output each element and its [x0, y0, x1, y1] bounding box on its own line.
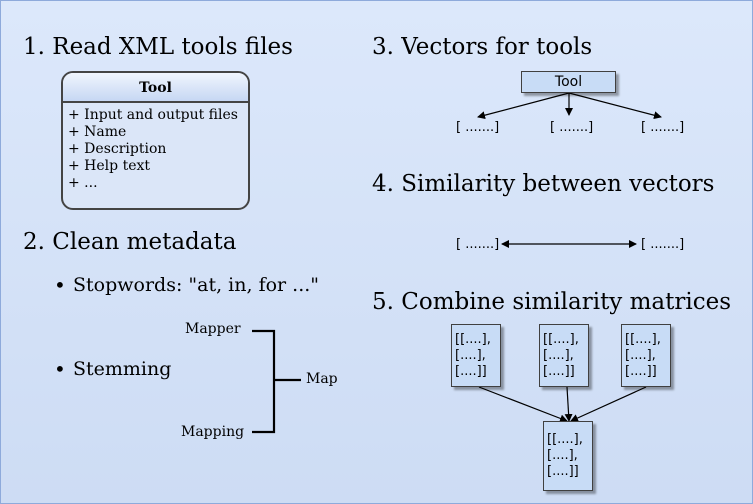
stem-input-mapping: Mapping: [181, 424, 245, 440]
matrix-row: [....]]: [543, 364, 575, 379]
tool-box: Tool: [521, 71, 616, 93]
matrix-row: [....]]: [625, 364, 657, 379]
heading-clean-metadata: 2. Clean metadata: [23, 229, 237, 255]
attribute-item: + ...: [68, 175, 98, 191]
matrix-row: [[....],: [625, 332, 661, 347]
arrow-matrix-2-to-combined: [564, 386, 573, 422]
stem-input-mapper: Mapper: [185, 321, 241, 337]
matrix-row: [....]]: [455, 364, 487, 379]
matrix-row: [....]]: [547, 464, 579, 479]
bullet-stopwords: Stopwords: "at, in, for ...": [54, 273, 319, 297]
bullet-stemming: Stemming: [54, 357, 171, 381]
matrix-row: [....],: [547, 448, 578, 463]
attribute-item: + Help text: [68, 158, 150, 174]
matrix-row: [....],: [625, 348, 656, 363]
arrow-tool-to-vector-1: [477, 92, 570, 120]
matrix-row: [....],: [543, 348, 574, 363]
arrow-matrix-3-to-combined: [570, 386, 647, 422]
heading-combine: 5. Combine similarity matrices: [372, 289, 732, 315]
matrix-row: [....],: [455, 348, 486, 363]
matrix-row: [[....],: [547, 432, 583, 447]
vector-label-1: [ .......]: [456, 120, 500, 135]
vector-label-3: [ .......]: [641, 120, 685, 135]
tool-class-attributes: + Input and output files + Name + Descri…: [63, 103, 248, 192]
similarity-vector-right: [ .......]: [641, 237, 685, 252]
stemming-bracket: [252, 329, 301, 434]
attribute-item: + Description: [68, 141, 167, 157]
similarity-vector-left: [ .......]: [456, 237, 500, 252]
vector-label-2: [ .......]: [550, 120, 594, 135]
similarity-matrix-2: [[....], [....], [....]]: [539, 324, 589, 387]
arrow-tool-to-vector-3: [568, 92, 662, 120]
similarity-matrix-1: [[....], [....], [....]]: [451, 324, 501, 387]
combined-matrix: [[....], [....], [....]]: [543, 421, 593, 491]
heading-similarity: 4. Similarity between vectors: [372, 171, 715, 197]
matrix-row: [[....],: [455, 332, 491, 347]
matrix-row: [[....],: [543, 332, 579, 347]
attribute-item: + Name: [68, 124, 127, 140]
similarity-matrix-3: [[....], [....], [....]]: [621, 324, 671, 387]
attribute-item: + Input and output files: [68, 107, 238, 123]
tool-class-box: Tool + Input and output files + Name + D…: [61, 71, 250, 210]
arrow-matrix-1-to-combined: [478, 386, 568, 423]
tool-class-title: Tool: [63, 73, 248, 103]
stem-output-map: Map: [306, 371, 338, 387]
heading-vectors: 3. Vectors for tools: [372, 34, 593, 60]
heading-read-xml: 1. Read XML tools files: [23, 34, 293, 60]
